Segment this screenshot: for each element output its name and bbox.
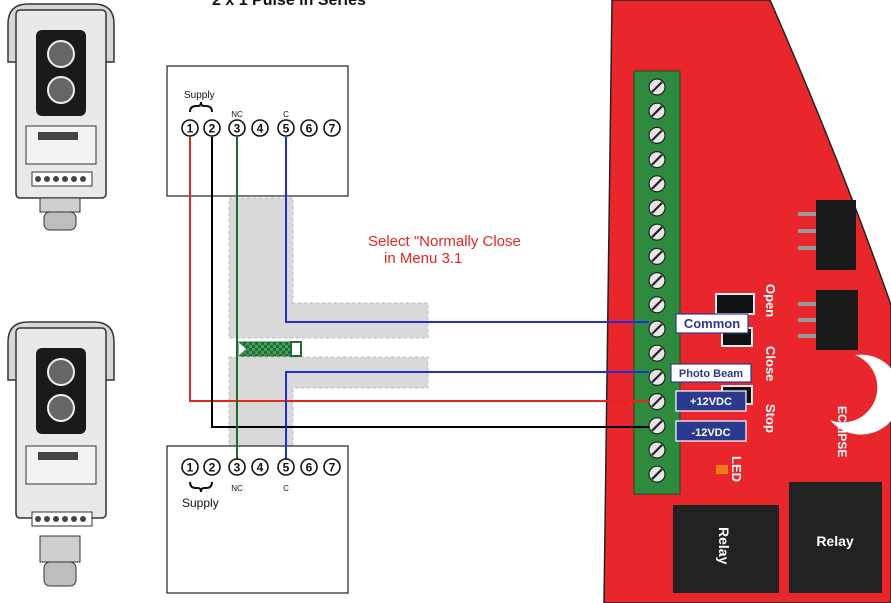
terminal-1-circle xyxy=(181,458,199,476)
c-label-top: C xyxy=(283,110,289,119)
svg-text:+12VDC: +12VDC xyxy=(690,396,732,408)
c-label-bottom: C xyxy=(283,484,289,493)
diagram-title: 2 x 1 Pulse in Series xyxy=(212,0,366,9)
terminal-3-circle xyxy=(228,119,246,137)
led-label: LED xyxy=(729,456,744,482)
stop-label: Stop xyxy=(763,404,778,433)
relay-right xyxy=(789,482,882,593)
terminal-4-circle xyxy=(251,119,269,137)
open-label: Open xyxy=(763,284,778,317)
nc-label-top: NC xyxy=(231,110,243,119)
nc-label-bottom: NC xyxy=(231,484,243,493)
terminal-block-bottom-labels: Supply NC C xyxy=(182,481,289,510)
wire-blue-bottom xyxy=(285,371,649,471)
photo-beam-sensor-bottom xyxy=(7,321,115,587)
supply-brace-top xyxy=(189,101,213,113)
terminal-1-circle xyxy=(181,119,199,137)
terminal-2-circle xyxy=(203,119,221,137)
screw-slot xyxy=(651,371,663,384)
wire-black xyxy=(211,137,649,428)
wires xyxy=(189,137,649,471)
terminal-4-number: 4 xyxy=(257,122,264,136)
screw-slot xyxy=(651,105,663,117)
terminal-row-top: 1 2 3 4 5 6 7 xyxy=(181,119,341,137)
led-indicator xyxy=(716,465,728,474)
screw-slot xyxy=(651,202,663,214)
supply-label-top: Supply xyxy=(184,90,215,101)
terminal-3-number: 3 xyxy=(234,461,241,475)
relay-right-label: Relay xyxy=(816,533,854,549)
supply-brace-bottom xyxy=(189,481,213,493)
terminal-2-number: 2 xyxy=(209,461,216,475)
wire-blue-top xyxy=(285,137,649,323)
terminal-3-circle xyxy=(228,458,246,476)
screw-slot xyxy=(651,468,663,480)
terminal-5-number: 5 xyxy=(283,122,290,136)
terminal-5-number: 5 xyxy=(283,461,290,475)
screw-slot xyxy=(651,347,663,359)
terminal-6-circle xyxy=(300,119,318,137)
terminal-1-number: 1 xyxy=(187,122,194,136)
svg-text:Common: Common xyxy=(684,316,740,331)
screw-slot xyxy=(651,444,663,456)
screw-slot xyxy=(651,153,663,166)
open-button[interactable] xyxy=(715,293,755,315)
screw-slot xyxy=(651,226,663,238)
controller-label-plus12vdc: +12VDC xyxy=(675,390,747,412)
screw-slot xyxy=(651,274,663,287)
screw-slot xyxy=(651,420,663,432)
terminal-5-circle xyxy=(277,119,295,137)
series-connector xyxy=(238,341,302,357)
photo-beam-sensor-top xyxy=(7,3,115,231)
supply-label-bottom: Supply xyxy=(182,496,219,510)
terminal-7-number: 7 xyxy=(329,461,336,475)
terminal-7-number: 7 xyxy=(329,122,336,136)
connector-upper xyxy=(798,200,856,270)
screw-slot xyxy=(651,395,663,408)
close-label: Close xyxy=(763,346,778,381)
terminal-1-number: 1 xyxy=(187,461,194,475)
terminal-6-number: 6 xyxy=(306,461,313,475)
relay-left xyxy=(673,505,779,593)
terminal-block-top-labels: Supply NC C xyxy=(184,90,289,119)
terminal-4-number: 4 xyxy=(257,461,264,475)
eclipse-brand-label: ECLIPSE xyxy=(835,406,849,457)
svg-text:-12VDC: -12VDC xyxy=(691,427,730,439)
terminal-6-number: 6 xyxy=(306,122,313,136)
terminal-row-bottom: 1 2 3 4 5 6 7 xyxy=(181,458,341,476)
controller-label-minus12vdc: -12VDC xyxy=(675,420,747,442)
controller-label-common: Common xyxy=(675,313,749,334)
controller-label-photo-beam: Photo Beam xyxy=(670,363,752,383)
relay-left-label: Relay xyxy=(716,527,732,565)
eclipse-logo: ECLIPSE xyxy=(830,354,891,457)
svg-text:Photo Beam: Photo Beam xyxy=(679,368,743,380)
note-line-2: in Menu 3.1 xyxy=(384,250,462,267)
terminal-7-circle xyxy=(323,458,341,476)
note-line-1: Select "Normally Close xyxy=(368,233,521,250)
screw-slot xyxy=(651,129,663,142)
terminal-screws xyxy=(648,78,666,483)
terminal-7-circle xyxy=(323,119,341,137)
terminal-4-circle xyxy=(251,458,269,476)
screw-slot xyxy=(651,178,663,190)
wire-red xyxy=(189,137,649,402)
screw-slot xyxy=(651,81,663,93)
terminal-5-circle xyxy=(277,458,295,476)
connector-lower xyxy=(798,290,858,350)
terminal-2-circle xyxy=(203,458,221,476)
terminal-6-circle xyxy=(300,458,318,476)
screw-slot xyxy=(651,250,663,263)
terminal-3-number: 3 xyxy=(234,122,241,136)
screw-slot xyxy=(651,323,663,335)
screw-slot xyxy=(651,299,663,311)
terminal-2-number: 2 xyxy=(209,122,216,136)
